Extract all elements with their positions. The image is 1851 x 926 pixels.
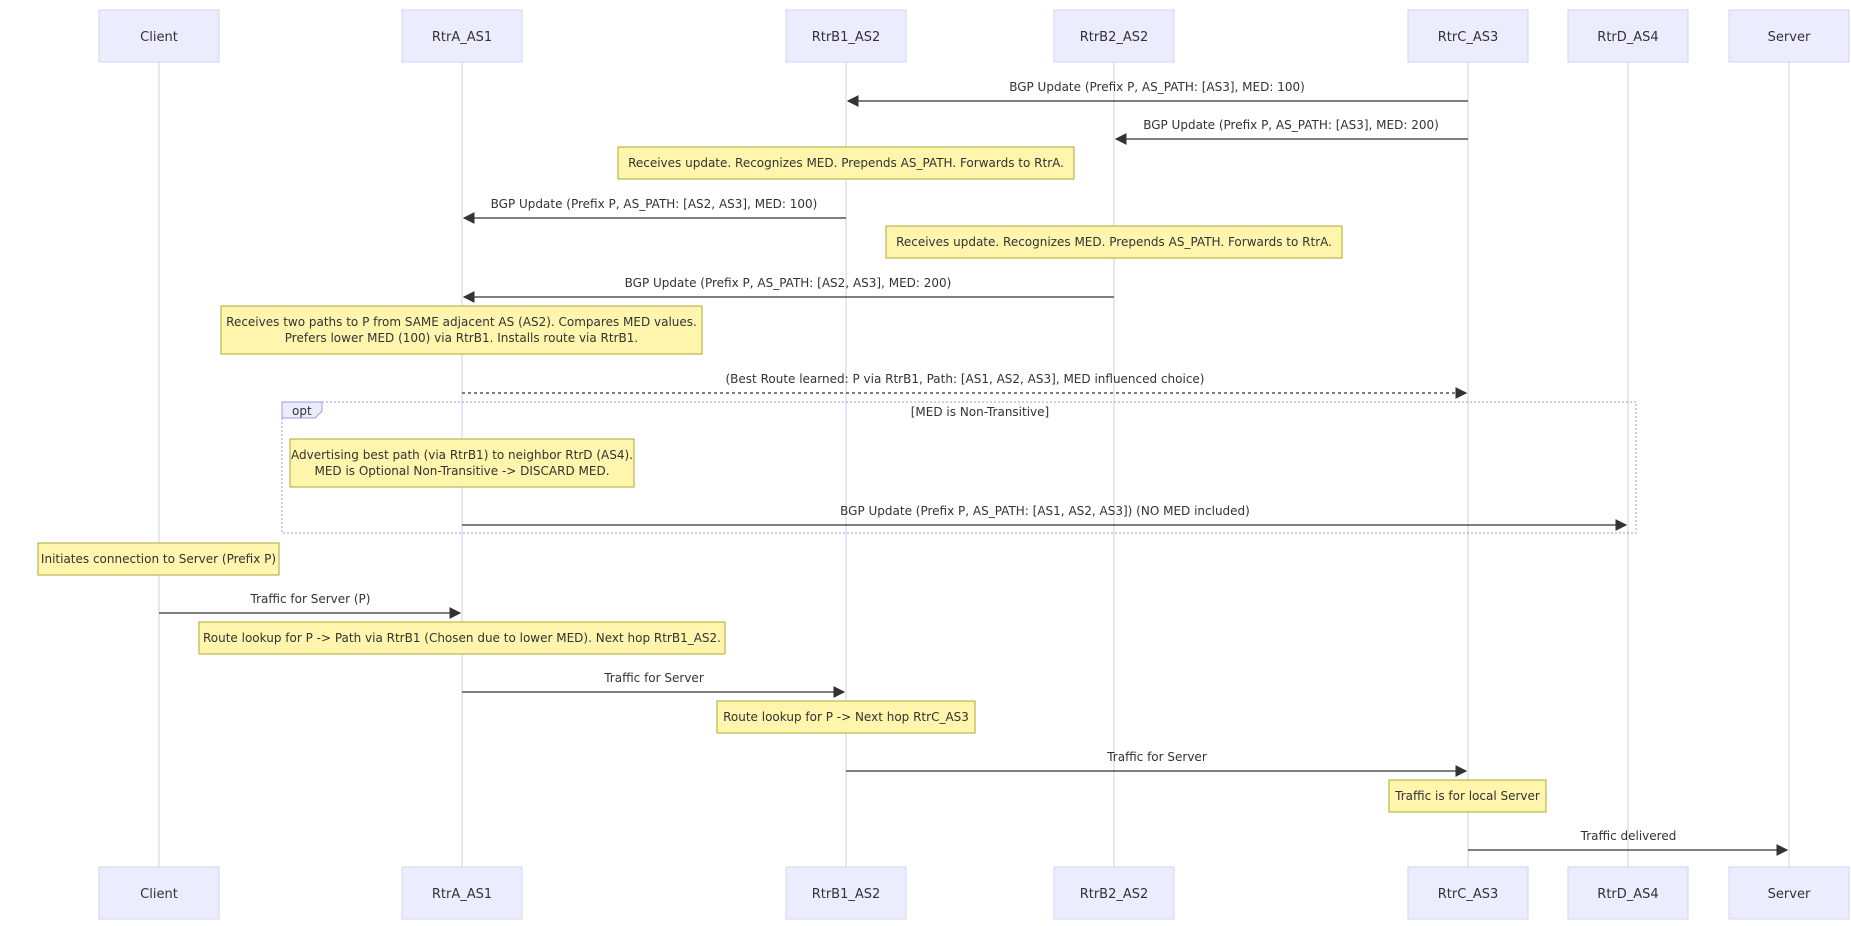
note-box (289, 438, 635, 488)
participant-label: RtrB2_AS2 (1080, 30, 1149, 45)
note-text: Receives update. Recognizes MED. Prepend… (896, 235, 1332, 249)
participant-rtrc-as3-top: RtrC_AS3 (1407, 9, 1529, 63)
participant-rtrb1-as2-top: RtrB1_AS2 (785, 9, 907, 63)
note-rtra-as1: Receives two paths to P from SAME adjace… (220, 305, 703, 355)
note-box (1388, 779, 1547, 813)
message-label: (Best Route learned: P via RtrB1, Path: … (726, 372, 1205, 386)
participant-box (1728, 866, 1850, 920)
message-rtrb1-as2-to-rtrc-as3: Traffic for Server (846, 750, 1468, 777)
participant-rtrd-as4-top: RtrD_AS4 (1567, 9, 1689, 63)
note-text: Route lookup for P -> Path via RtrB1 (Ch… (203, 631, 721, 645)
participant-box (785, 866, 907, 920)
note-text: Receives two paths to P from SAME adjace… (226, 315, 697, 329)
note-text: Initiates connection to Server (Prefix P… (41, 552, 276, 566)
message-label: BGP Update (Prefix P, AS_PATH: [AS3], ME… (1009, 80, 1305, 94)
note-rtra-as1: Advertising best path (via RtrB1) to nei… (289, 438, 635, 488)
participant-rtra-as1-bottom: RtrA_AS1 (401, 866, 523, 920)
participant-box (98, 866, 220, 920)
message-label: BGP Update (Prefix P, AS_PATH: [AS2, AS3… (491, 197, 818, 211)
participant-label: Client (140, 887, 178, 902)
participant-label: RtrA_AS1 (432, 887, 492, 902)
note-text: Prefers lower MED (100) via RtrB1. Insta… (285, 331, 638, 345)
note-rtrc-as3: Traffic is for local Server (1388, 779, 1547, 813)
participant-label: RtrA_AS1 (432, 30, 492, 45)
participant-box (1407, 866, 1529, 920)
note-rtra-as1: Route lookup for P -> Path via RtrB1 (Ch… (198, 621, 726, 655)
participant-label: RtrB1_AS2 (812, 30, 881, 45)
message-rtrc-as3-to-rtrb2-as2: BGP Update (Prefix P, AS_PATH: [AS3], ME… (1114, 118, 1468, 145)
message-rtra-as1-to-rtrb1-as2: Traffic for Server (462, 671, 846, 698)
note-rtrb1-as2: Receives update. Recognizes MED. Prepend… (617, 146, 1075, 180)
message-rtrb2-as2-to-rtra-as1: BGP Update (Prefix P, AS_PATH: [AS2, AS3… (462, 276, 1114, 303)
opt-label: opt (292, 404, 312, 418)
message-label: Traffic for Server (1106, 750, 1207, 764)
participant-rtrb2-as2-top: RtrB2_AS2 (1053, 9, 1175, 63)
message-label: BGP Update (Prefix P, AS_PATH: [AS1, AS2… (840, 504, 1250, 518)
participant-label: Client (140, 30, 178, 45)
note-text: Receives update. Recognizes MED. Prepend… (628, 156, 1064, 170)
participant-label: RtrB2_AS2 (1080, 887, 1149, 902)
participant-server-top: Server (1728, 9, 1850, 63)
participant-label: Server (1768, 887, 1811, 902)
note-box (617, 146, 1075, 180)
participant-client-bottom: Client (98, 866, 220, 920)
note-rtrb2-as2: Receives update. Recognizes MED. Prepend… (885, 225, 1343, 259)
message-label: Traffic for Server (603, 671, 704, 685)
participant-label: RtrD_AS4 (1597, 887, 1658, 902)
opt-condition: [MED is Non-Transitive] (911, 405, 1049, 419)
message-label: BGP Update (Prefix P, AS_PATH: [AS2, AS3… (625, 276, 952, 290)
participant-box (401, 9, 523, 63)
participant-box (1567, 866, 1689, 920)
note-box (37, 542, 280, 576)
participant-rtrb1-as2-bottom: RtrB1_AS2 (785, 866, 907, 920)
message-rtrc-as3-to-rtrb1-as2: BGP Update (Prefix P, AS_PATH: [AS3], ME… (846, 80, 1468, 107)
message-rtra-as1-to-rtrd-as4: BGP Update (Prefix P, AS_PATH: [AS1, AS2… (462, 504, 1628, 531)
note-client: Initiates connection to Server (Prefix P… (37, 542, 280, 576)
opt-frame (281, 401, 1637, 534)
participant-rtrd-as4-bottom: RtrD_AS4 (1567, 866, 1689, 920)
participant-label: RtrB1_AS2 (812, 887, 881, 902)
participant-box (1053, 866, 1175, 920)
participant-box (1053, 9, 1175, 63)
note-text: MED is Optional Non-Transitive -> DISCAR… (314, 464, 609, 478)
participant-label: Server (1768, 30, 1811, 45)
participant-box (785, 9, 907, 63)
note-box (885, 225, 1343, 259)
note-text: Route lookup for P -> Next hop RtrC_AS3 (723, 710, 969, 724)
participant-label: RtrD_AS4 (1597, 30, 1658, 45)
note-box (220, 305, 703, 355)
participant-rtrb2-as2-bottom: RtrB2_AS2 (1053, 866, 1175, 920)
lifelines-layer (158, 62, 1790, 867)
note-box (716, 700, 976, 734)
message-label: BGP Update (Prefix P, AS_PATH: [AS3], ME… (1143, 118, 1439, 132)
opt-fragment: opt [MED is Non-Transitive] (281, 401, 1637, 534)
message-rtrb1-as2-to-rtra-as1: BGP Update (Prefix P, AS_PATH: [AS2, AS3… (462, 197, 846, 224)
message-rtrc-as3-to-server: Traffic delivered (1468, 829, 1789, 856)
participant-box (1407, 9, 1529, 63)
note-box (198, 621, 726, 655)
participant-box (1567, 9, 1689, 63)
note-text: Traffic is for local Server (1394, 789, 1540, 803)
participant-box (98, 9, 220, 63)
participant-client-top: Client (98, 9, 220, 63)
frames-layer: opt [MED is Non-Transitive] (281, 401, 1637, 534)
note-text: Advertising best path (via RtrB1) to nei… (291, 448, 633, 462)
participant-server-bottom: Server (1728, 866, 1850, 920)
note-rtrb1-as2: Route lookup for P -> Next hop RtrC_AS3 (716, 700, 976, 734)
participant-rtrc-as3-bottom: RtrC_AS3 (1407, 866, 1529, 920)
participant-box (1728, 9, 1850, 63)
messages-layer: BGP Update (Prefix P, AS_PATH: [AS3], ME… (159, 80, 1789, 856)
participant-label: RtrC_AS3 (1438, 887, 1498, 902)
actors-layer: ClientClientRtrA_AS1RtrA_AS1RtrB1_AS2Rtr… (98, 9, 1850, 920)
message-client-to-rtra-as1: Traffic for Server (P) (159, 592, 462, 619)
participant-box (401, 866, 523, 920)
message-label: Traffic delivered (1580, 829, 1677, 843)
participant-label: RtrC_AS3 (1438, 30, 1498, 45)
message-rtra-as1-to-rtrc-as3: (Best Route learned: P via RtrB1, Path: … (462, 372, 1468, 399)
message-label: Traffic for Server (P) (250, 592, 371, 606)
participant-rtra-as1-top: RtrA_AS1 (401, 9, 523, 63)
opt-tab (281, 401, 323, 419)
notes-layer: Receives update. Recognizes MED. Prepend… (37, 146, 1547, 813)
